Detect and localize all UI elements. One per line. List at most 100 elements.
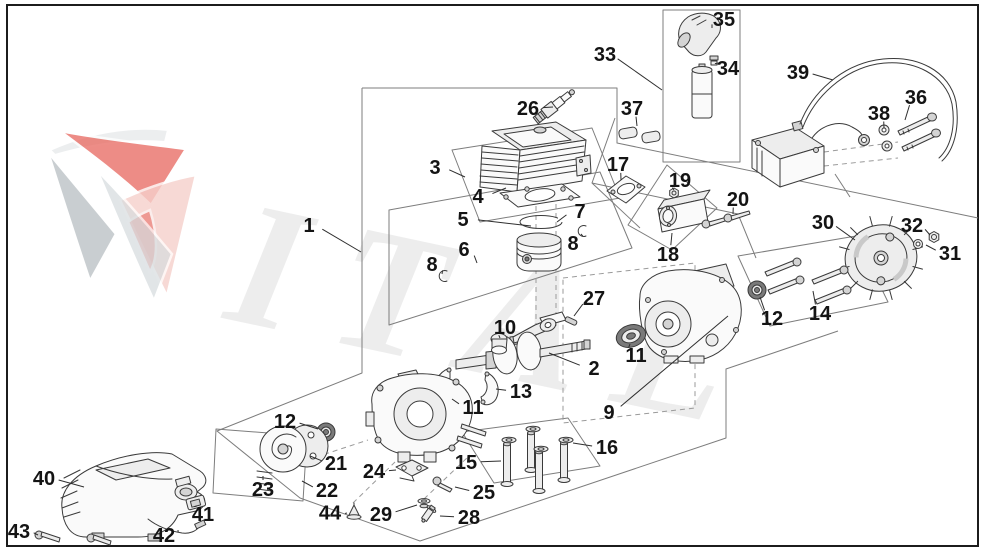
callout-8: 8 [567,233,578,255]
callout-10: 10 [494,317,516,339]
callout-22: 22 [316,480,338,502]
callout-41: 41 [192,504,214,526]
leader-line-22 [301,480,314,488]
leader-line-28 [439,515,455,518]
ignition-group-box [662,9,741,163]
callout-43: 43 [8,521,30,543]
callout-13: 13 [510,381,532,403]
leader-line-39 [812,73,834,81]
leader-line-8 [441,270,444,275]
bracket-drawing [395,459,429,482]
crankcase-right-drawing [639,263,742,364]
woodruff-key-drawing [564,316,578,326]
grommet-drawing [417,498,431,509]
spark-plug-drawing [532,89,575,125]
callout-24: 24 [363,461,386,483]
leader-line-25 [454,486,470,491]
crankcase-dashed-box [562,262,696,424]
leader-line-9 [620,315,729,407]
coil-screws-drawing [897,112,941,152]
callout-33: 33 [594,44,616,66]
piston-drawing [516,232,562,272]
leader-line-11 [628,343,631,348]
leader-line-13 [495,388,507,391]
watermark-logo [46,127,198,305]
leader-line-8 [580,233,584,237]
leader-line-32 [924,229,931,236]
callout-26: 26 [517,98,539,120]
crankshaft-drawing [455,311,591,375]
bracket-screw-drawing [432,476,453,493]
pawl-spring-drawing [256,470,273,492]
callout-44: 44 [319,502,342,524]
cylinder-gasket-drawing [499,183,581,208]
callout-27: 27 [583,288,605,310]
crankcase-bolts-drawing [764,257,852,305]
throttle-cable-drawing [147,518,207,534]
callout-3: 3 [429,157,440,179]
leader-line-3 [449,169,466,178]
callout-18: 18 [657,244,679,266]
callout-39: 39 [787,62,809,84]
callout-5: 5 [457,209,468,231]
callout-38: 38 [868,103,890,125]
leader-line-43 [33,532,39,536]
piston-ring-drawing [519,215,565,229]
plug-boot-drawing [691,63,713,119]
bearing-right-drawing [615,324,647,348]
leader-line-30 [835,226,856,241]
leader-line-10 [498,334,501,339]
callout-32: 32 [901,215,923,237]
callouts-layer: 1234567889101111121213141516171819202122… [8,9,961,547]
callout-28: 28 [458,507,480,529]
callout-11: 11 [625,345,646,367]
leader-line-21 [309,455,322,462]
callout-8: 8 [426,254,437,276]
bushings-drawing [618,126,661,144]
circlips-drawing [438,225,587,282]
callout-42: 42 [153,525,175,547]
callout-7: 7 [574,201,585,223]
callout-2: 2 [588,358,599,380]
leader-line-2 [548,352,580,366]
callout-25: 25 [473,482,495,504]
leader-line-27 [573,303,584,317]
cylinder-drawing [479,121,592,193]
engine-cover-drawing [60,452,207,542]
leader-line-41 [193,505,198,508]
callout-6: 6 [458,239,469,261]
flywheel-washer-drawing [913,239,923,249]
callout-36: 36 [905,87,927,109]
leader-line-12 [299,422,319,430]
oil-seal-right-drawing [747,280,767,300]
callout-17: 17 [607,154,629,176]
callout-37: 37 [621,98,643,120]
valve-drawing [421,504,437,523]
flywheel-drawing [838,215,924,301]
leader-line-37 [635,116,638,127]
muffler-panel [627,164,718,251]
image-border [6,4,979,547]
leader-line-12 [759,296,766,311]
leader-line-24 [388,469,397,472]
leader-line-29 [395,504,418,513]
crankcase-left-drawing [365,369,487,463]
callout-16: 16 [596,437,618,459]
muffler-drawing [657,189,711,233]
callout-30: 30 [812,212,834,234]
leader-line-26 [542,106,554,109]
leader-line-5 [477,219,532,227]
leader-line-4 [492,187,507,194]
leader-line-15 [480,460,502,463]
callout-15: 15 [455,452,477,474]
callout-11: 11 [462,397,483,419]
cover-screws-drawing [34,530,112,546]
pin-drawing [346,502,362,520]
callout-9: 9 [603,402,614,424]
callout-19: 19 [669,170,691,192]
leader-line-19 [671,187,675,191]
leader-line-7 [556,214,567,223]
leader-line-1 [322,228,362,253]
